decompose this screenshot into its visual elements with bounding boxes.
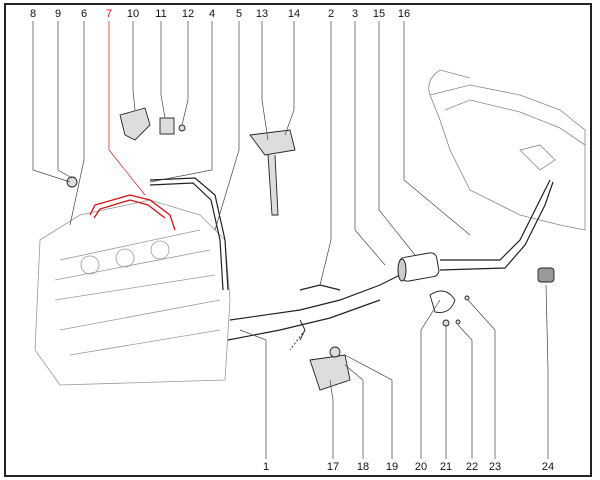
- leader-line-13: [261, 21, 269, 141]
- leader-line-11: [160, 21, 166, 119]
- leader-line-15: [378, 21, 416, 256]
- leader-line-16: [403, 21, 471, 236]
- callout-15: 15: [372, 8, 386, 20]
- callout-4: 4: [208, 8, 216, 20]
- leader-line-12: [181, 21, 189, 126]
- callout-13: 13: [255, 8, 269, 20]
- leader-line-4: [149, 21, 213, 183]
- callout-2: 2: [327, 8, 335, 20]
- callout-24: 24: [541, 461, 555, 473]
- callout-6: 6: [80, 8, 88, 20]
- leader-line-2: [319, 21, 332, 286]
- leader-line-14: [284, 21, 295, 136]
- callout-20: 20: [414, 461, 428, 473]
- callout-leader-lines: [32, 21, 549, 459]
- small-parts: [66, 107, 555, 391]
- leader-line-17: [329, 379, 334, 459]
- engine-outline: [34, 199, 231, 386]
- leader-line-18: [344, 364, 364, 459]
- leader-line-9: [57, 21, 73, 179]
- callout-9: 9: [54, 8, 62, 20]
- leader-line-23: [467, 299, 496, 459]
- callout-8: 8: [29, 8, 37, 20]
- leader-line-6: [69, 21, 85, 226]
- leader-line-7: [108, 21, 146, 196]
- callout-5: 5: [235, 8, 243, 20]
- callout-11: 11: [155, 8, 167, 20]
- leader-line-1: [239, 329, 267, 459]
- leader-line-20: [420, 299, 441, 459]
- callout-19: 19: [385, 461, 399, 473]
- callout-21: 21: [439, 461, 453, 473]
- callout-14: 14: [287, 8, 301, 20]
- fuel-lines: [149, 177, 554, 341]
- diagram-frame: [4, 3, 592, 477]
- callout-7: 7: [105, 8, 113, 20]
- callout-17: 17: [326, 461, 340, 473]
- leader-line-10: [132, 21, 136, 111]
- callout-22: 22: [465, 461, 479, 473]
- leader-line-22: [457, 324, 473, 459]
- leader-line-19: [344, 354, 393, 459]
- fuel-tank-outline: [428, 69, 586, 231]
- callout-3: 3: [351, 8, 359, 20]
- callout-10: 10: [126, 8, 140, 20]
- callout-18: 18: [356, 461, 370, 473]
- callout-16: 16: [397, 8, 411, 20]
- callout-1: 1: [262, 461, 270, 473]
- callout-12: 12: [181, 8, 195, 20]
- leader-line-8: [32, 21, 71, 183]
- fuel-filter: [397, 252, 440, 282]
- leader-line-5: [214, 21, 240, 231]
- leader-line-3: [354, 21, 386, 266]
- leader-line-24: [545, 284, 549, 459]
- callout-23: 23: [488, 461, 502, 473]
- highlighted-fuel-line-7: [89, 194, 176, 231]
